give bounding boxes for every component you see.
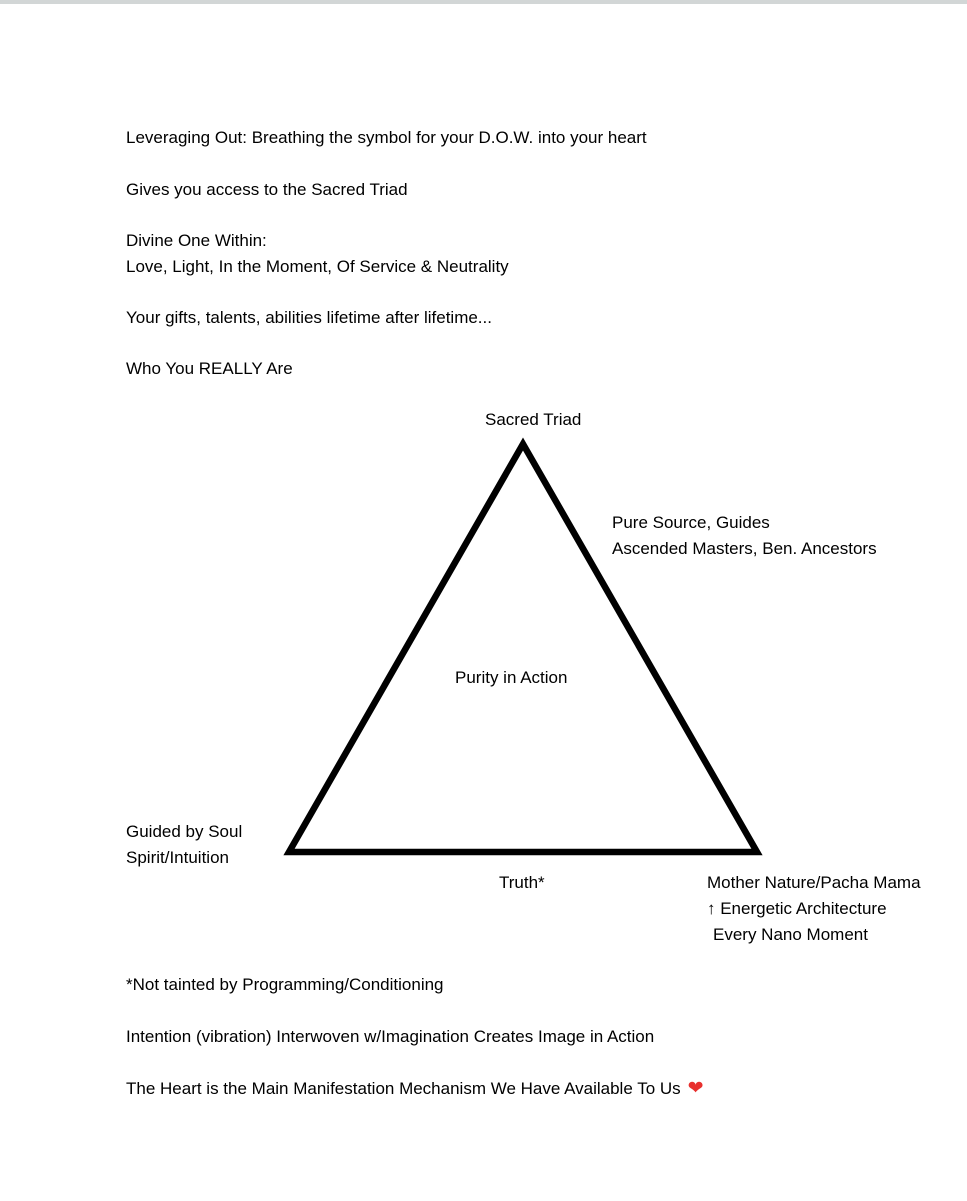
label-guided-by-soul: Guided by Soul Spirit/Intuition <box>126 819 242 871</box>
paragraph-gives-access: Gives you access to the Sacred Triad <box>126 180 408 199</box>
paragraph-divine-one-within: Divine One Within: Love, Light, In the M… <box>126 228 509 280</box>
heart-manifestation-text: The Heart is the Main Manifestation Mech… <box>126 1079 681 1098</box>
spirit-intuition-line: Spirit/Intuition <box>126 848 229 867</box>
divine-one-within-line: Divine One Within: <box>126 231 267 250</box>
diagram-title: Sacred Triad <box>485 410 582 429</box>
guided-by-soul-line: Guided by Soul <box>126 822 243 841</box>
red-heart-emoji: ❤ <box>687 1077 704 1099</box>
paragraph-heart-manifestation: The Heart is the Main Manifestation Mech… <box>126 1075 704 1102</box>
pure-source-line: Pure Source, Guides <box>612 513 770 532</box>
sacred-triad-triangle <box>283 437 763 856</box>
ascended-masters-line: Ascended Masters, Ben. Ancestors <box>612 539 877 558</box>
paragraph-not-tainted: *Not tainted by Programming/Conditioning <box>126 975 444 994</box>
label-truth: Truth* <box>499 873 545 892</box>
energetic-architecture-line: ↑ Energetic Architecture <box>707 899 887 918</box>
paragraph-gifts-talents: Your gifts, talents, abilities lifetime … <box>126 308 492 327</box>
label-pure-source: Pure Source, Guides Ascended Masters, Be… <box>612 510 877 562</box>
paragraph-who-you-really-are: Who You REALLY Are <box>126 359 293 378</box>
top-edge-divider <box>0 0 967 4</box>
paragraph-intention-vibration: Intention (vibration) Interwoven w/Imagi… <box>126 1027 655 1046</box>
paragraph-leveraging-out: Leveraging Out: Breathing the symbol for… <box>126 128 647 147</box>
love-light-line: Love, Light, In the Moment, Of Service &… <box>126 257 509 276</box>
label-purity-in-action: Purity in Action <box>455 668 568 687</box>
every-nano-moment-line: Every Nano Moment <box>713 925 868 944</box>
triangle-outline <box>283 437 763 856</box>
label-mother-nature: Mother Nature/Pacha Mama ↑ Energetic Arc… <box>707 870 921 948</box>
mother-nature-line: Mother Nature/Pacha Mama <box>707 873 921 892</box>
